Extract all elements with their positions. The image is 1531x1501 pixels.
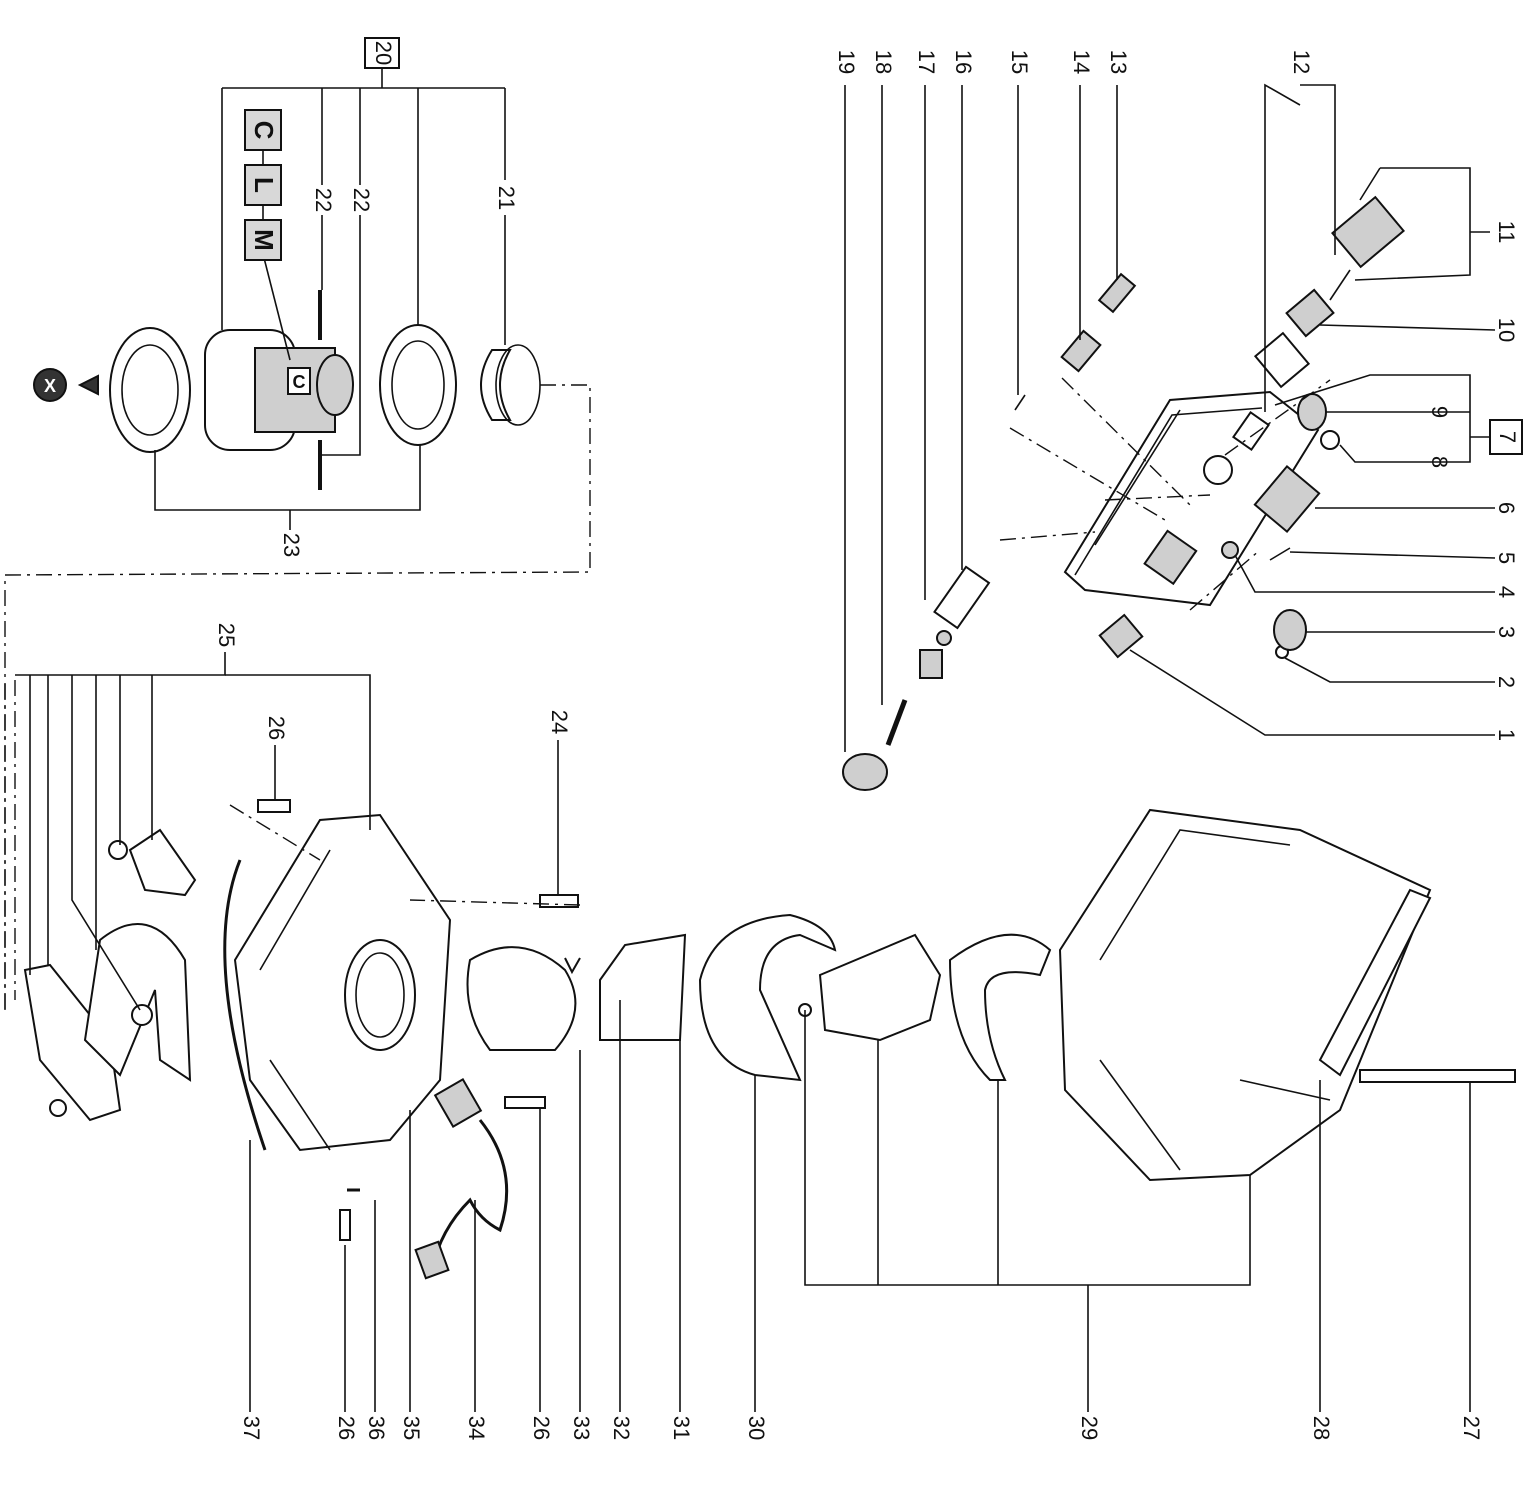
callout-16: 16 — [951, 50, 976, 74]
part-11-plate — [1331, 195, 1405, 269]
part-35-switch — [433, 1078, 483, 1128]
callout-34: 34 — [464, 1416, 489, 1440]
part-17-sleeve — [919, 649, 943, 679]
variant-box-l: L — [244, 164, 282, 206]
callout-3: 3 — [1494, 626, 1519, 638]
callout-15: 15 — [1007, 50, 1032, 74]
motor-marker-label: C — [293, 372, 306, 392]
part-26-screw-mid — [504, 1096, 546, 1109]
callout-26-top: 26 — [264, 716, 289, 740]
variant-box-c: C — [244, 109, 282, 151]
callout-1: 1 — [1494, 729, 1519, 741]
part-29-housing — [1058, 808, 1432, 1182]
part-34-plug — [414, 1240, 450, 1280]
part-18-rod — [885, 699, 908, 746]
callout-17: 17 — [914, 50, 939, 74]
callout-33: 33 — [569, 1416, 594, 1440]
callout-20: 20 — [371, 41, 396, 65]
part-34-cord — [430, 1119, 509, 1271]
callout-25: 25 — [214, 623, 239, 647]
callout-14: 14 — [1069, 50, 1094, 74]
callout-12: 12 — [1289, 50, 1314, 74]
callout-6: 6 — [1494, 502, 1519, 514]
part-25-bracket — [23, 963, 122, 1122]
callout-32: 32 — [609, 1416, 634, 1440]
part-37-cable — [223, 859, 267, 1151]
part-30-drum — [698, 913, 837, 1082]
part-25-lever — [128, 828, 197, 897]
part-33-ring — [466, 946, 577, 1051]
arrow-icon — [77, 374, 99, 396]
callout-numbers: 1 2 3 4 5 6 7 8 9 10 11 12 13 14 15 16 1… — [214, 41, 1523, 1440]
part-17-ring — [936, 630, 952, 646]
callout-26-mid: 26 — [529, 1416, 554, 1440]
callout-13: 13 — [1106, 50, 1131, 74]
part-26-screw-top — [257, 799, 291, 813]
motor-marker-box — [287, 367, 311, 395]
svg-text:C: C — [249, 121, 279, 140]
x-marker-label: X — [44, 376, 56, 396]
part-10-switch — [1285, 288, 1335, 338]
part-31-deflector — [599, 933, 687, 1041]
callout-22b: 22 — [349, 188, 374, 212]
part-5-screw — [1269, 547, 1291, 561]
callout-10: 10 — [1494, 318, 1519, 342]
callout-24: 24 — [547, 710, 572, 734]
callout-26-bottom: 26 — [334, 1416, 359, 1440]
panel-hole — [1203, 455, 1233, 485]
part-8-ball — [1320, 430, 1340, 450]
x-marker-circle — [33, 368, 67, 402]
part-19-wheel — [842, 753, 888, 791]
svg-text:L: L — [249, 177, 279, 193]
callout-22a: 22 — [311, 188, 336, 212]
callout-box-7 — [1489, 419, 1523, 455]
callout-21: 21 — [494, 186, 519, 210]
callout-5: 5 — [1494, 552, 1519, 564]
part-29-plate — [818, 933, 942, 1042]
callout-19: 19 — [834, 50, 859, 74]
part-28-handle — [1318, 888, 1432, 1077]
svg-text:M: M — [249, 229, 279, 251]
callout-23: 23 — [279, 533, 304, 557]
part-16-tube — [933, 565, 991, 630]
callout-4: 4 — [1494, 586, 1519, 598]
callout-36: 36 — [364, 1416, 389, 1440]
part-29-shell — [948, 933, 1052, 1081]
part-1-clip — [1098, 613, 1144, 659]
callout-28: 28 — [1309, 1416, 1334, 1440]
control-panel-assembly — [842, 83, 1496, 791]
callout-7: 7 — [1495, 431, 1520, 443]
motor-assembly: X C C L M — [4, 37, 591, 1010]
callout-9: 9 — [1427, 406, 1452, 418]
callout-11: 11 — [1494, 221, 1519, 244]
part-15-pin — [1014, 394, 1026, 411]
part-13-fitting — [1097, 272, 1137, 314]
part-27-bolt — [1359, 1069, 1516, 1083]
part-3-knob — [1273, 609, 1307, 651]
callout-35: 35 — [399, 1416, 424, 1440]
panel-socket — [1143, 529, 1198, 586]
part-37-chassis — [233, 813, 452, 1152]
base-assembly — [4, 652, 1516, 1412]
variant-box-m: M — [244, 219, 282, 261]
part-32-clip — [564, 957, 581, 975]
part-6-board — [1253, 464, 1321, 534]
callout-27: 27 — [1459, 1416, 1484, 1440]
callout-18: 18 — [871, 50, 896, 74]
callout-8: 8 — [1427, 456, 1452, 468]
part-26-screw-bottom — [339, 1209, 351, 1241]
callout-29: 29 — [1077, 1416, 1102, 1440]
part-14-fitting — [1060, 329, 1102, 373]
callout-37: 37 — [239, 1416, 264, 1440]
callout-2: 2 — [1494, 676, 1519, 688]
callout-30: 30 — [744, 1416, 769, 1440]
part-4-nut — [1221, 541, 1239, 559]
callout-31: 31 — [669, 1416, 694, 1440]
